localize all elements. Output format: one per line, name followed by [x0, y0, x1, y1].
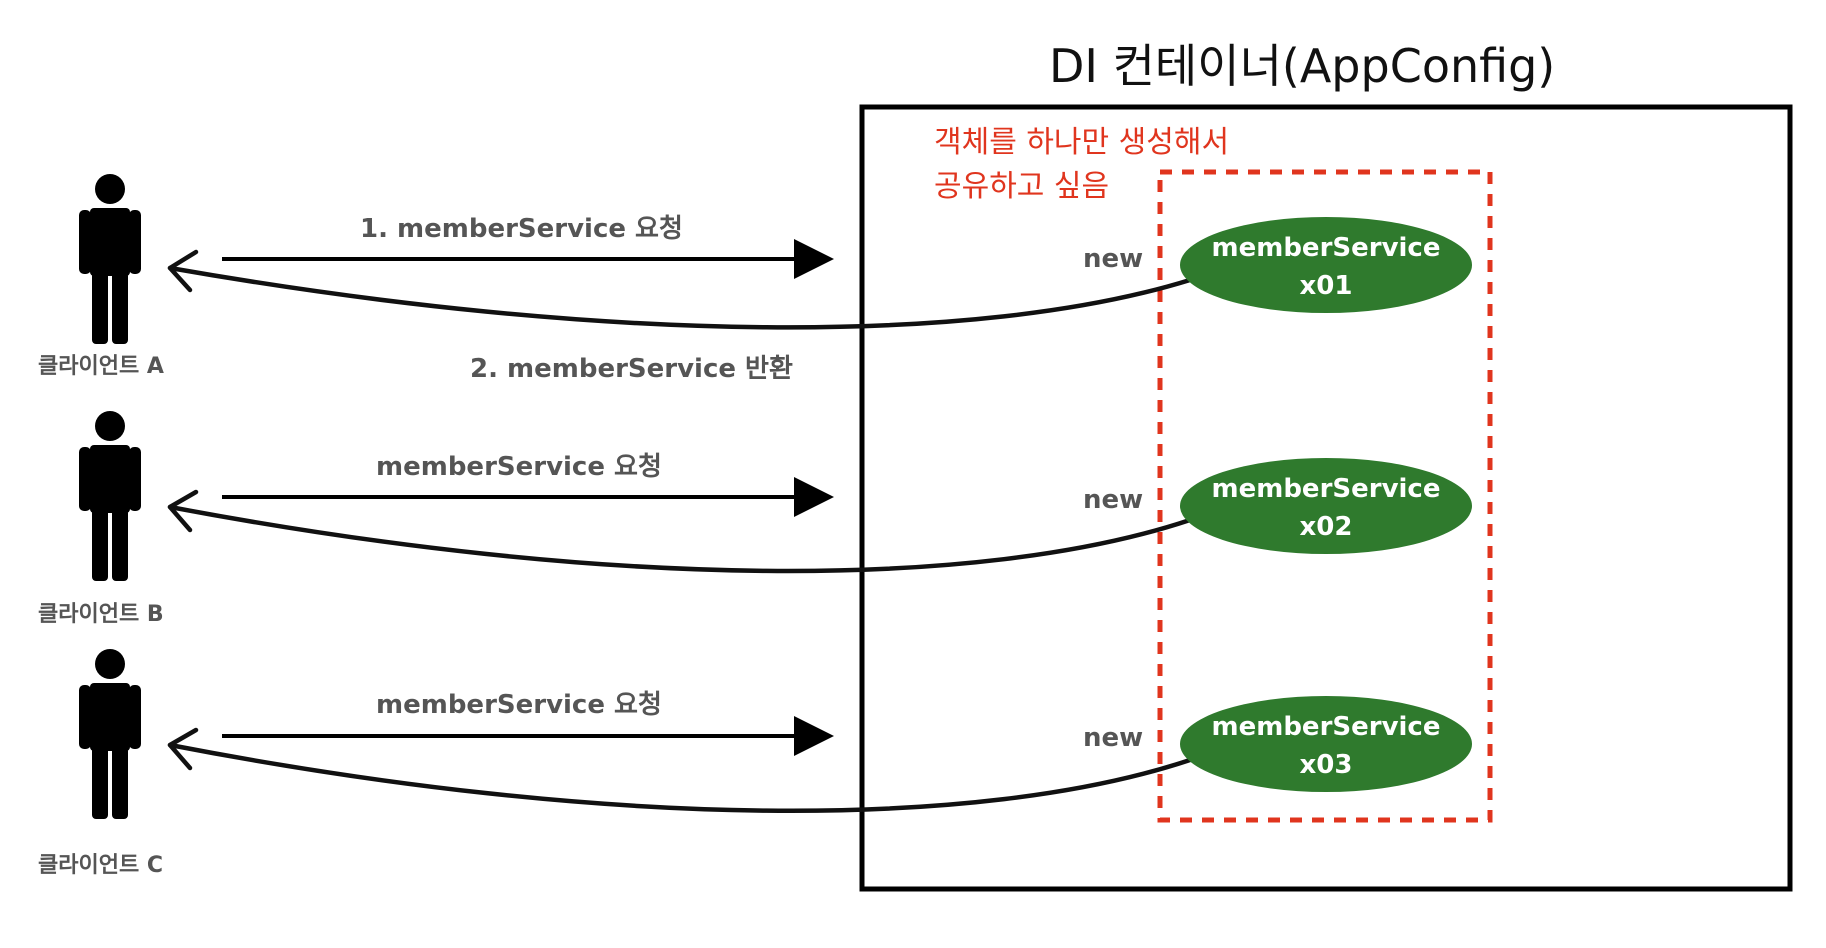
- container-title: DI 컨테이너(AppConfig): [1049, 39, 1555, 93]
- bean-3: new memberService x03: [1083, 696, 1472, 792]
- bean-1-id: x01: [1300, 271, 1353, 301]
- client-a-return-arrowhead: [167, 249, 199, 293]
- annotation-line-1: 객체를 하나만 생성해서: [934, 125, 1229, 160]
- bean-3-ellipse: [1180, 696, 1472, 792]
- bean-2-ellipse: [1180, 458, 1472, 554]
- di-container-box: [859, 104, 1793, 892]
- bean-1-name: memberService: [1212, 233, 1441, 263]
- client-b-return-curve: [167, 504, 1193, 574]
- client-c-row: 클라이언트 C memberService 요청: [38, 649, 1193, 878]
- bean-2: new memberService x02: [1083, 458, 1472, 554]
- client-c-return-arrowhead: [167, 727, 199, 771]
- bean-2-name: memberService: [1212, 474, 1441, 504]
- bean-2-id: x02: [1300, 512, 1353, 542]
- client-a-return-label: 2. memberService 반환: [470, 354, 793, 384]
- client-b-return-arrowhead: [167, 489, 199, 533]
- client-b-person-icon: [79, 411, 141, 581]
- bean-1-ellipse: [1180, 217, 1472, 313]
- client-a-return-curve: [167, 265, 1193, 330]
- bean-1-new-label: new: [1083, 244, 1143, 274]
- singleton-highlight-box: [1157, 169, 1493, 823]
- bean-3-name: memberService: [1212, 712, 1441, 742]
- client-a-label: 클라이언트 A: [38, 354, 164, 379]
- bean-1: new memberService x01: [1083, 217, 1472, 313]
- client-c-label: 클라이언트 C: [38, 853, 163, 878]
- client-b-request-label: memberService 요청: [376, 452, 662, 482]
- bean-2-new-label: new: [1083, 485, 1143, 515]
- client-b-label: 클라이언트 B: [38, 602, 164, 627]
- client-c-person-icon: [79, 649, 141, 819]
- client-c-request-label: memberService 요청: [376, 690, 662, 720]
- bean-3-id: x03: [1300, 750, 1353, 780]
- annotation-line-2: 공유하고 싶음: [934, 169, 1109, 204]
- client-a-row: 클라이언트 A 1. memberService 요청 2. memberSer…: [38, 174, 1193, 384]
- client-c-return-curve: [167, 742, 1193, 813]
- client-a-request-label: 1. memberService 요청: [360, 214, 683, 244]
- bean-3-new-label: new: [1083, 723, 1143, 753]
- client-a-person-icon: [79, 174, 141, 344]
- client-b-row: 클라이언트 B memberService 요청: [38, 411, 1193, 627]
